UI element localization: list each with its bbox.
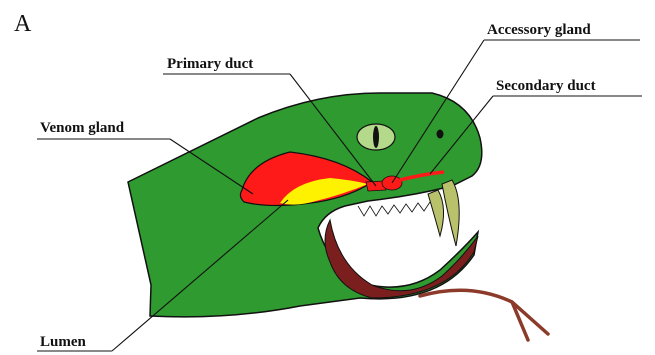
label-secondary-duct: Secondary duct — [496, 78, 596, 94]
upper-jaw-teeth — [358, 202, 430, 216]
fang-front — [442, 180, 459, 246]
label-venom-gland: Venom gland — [40, 120, 125, 136]
tongue — [420, 290, 548, 340]
eye-pupil — [373, 126, 379, 148]
nostril — [437, 130, 444, 139]
fang-rear — [428, 190, 444, 236]
label-lumen: Lumen — [40, 334, 87, 350]
label-primary-duct: Primary duct — [167, 56, 253, 72]
panel-letter: A — [14, 11, 32, 37]
label-accessory-gland: Accessory gland — [487, 22, 591, 38]
